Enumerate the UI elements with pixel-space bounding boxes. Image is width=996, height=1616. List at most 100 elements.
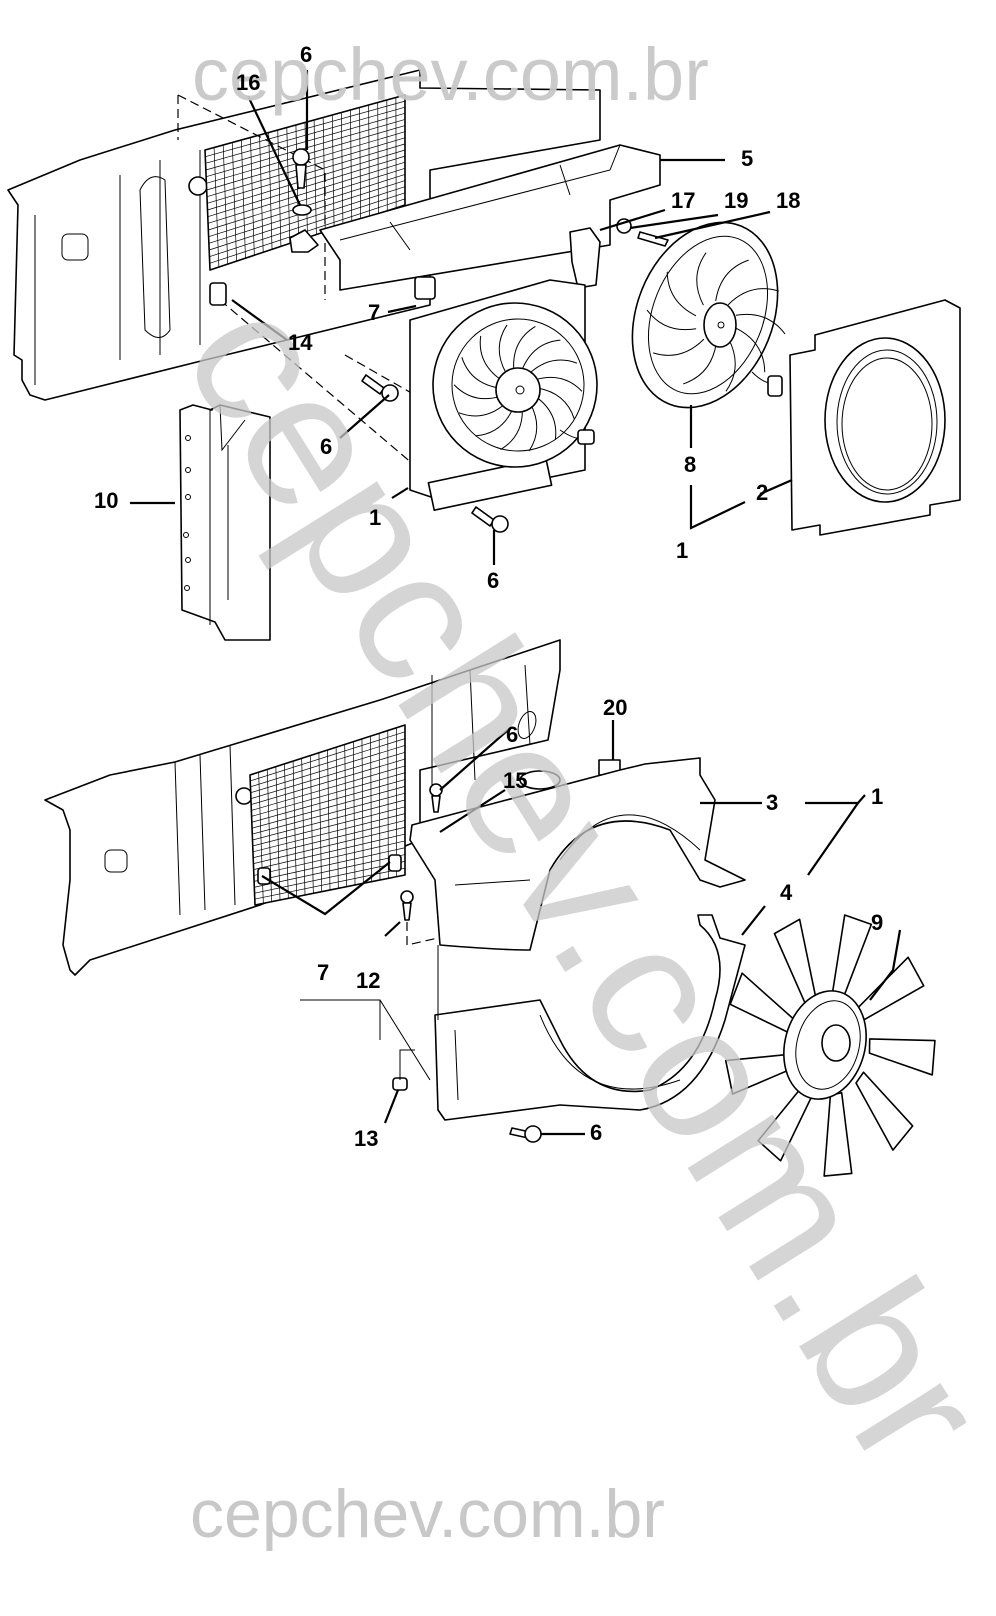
callout-10: 10 [94,488,119,513]
radiator-fin-line [254,867,406,900]
fan-blade-icon [683,342,717,385]
fan-blade-icon [823,1092,853,1177]
grommet-hole-icon [104,849,128,873]
clip-7-lower-b [388,854,402,872]
radiator-fin-line [251,758,406,805]
upper-shroud-3 [409,757,746,951]
side-baffle-10 [179,404,271,641]
upper-bracket-5 [289,144,661,291]
callout-1-right: 1 [676,538,689,563]
radiator-fin-line [251,786,406,829]
engine-fan-9 [724,914,936,1177]
fan-blade-icon [735,327,766,373]
bolt-6-top [292,148,312,216]
connector-icon [767,375,783,397]
fan-blade-icon [855,1071,914,1151]
radiator-core-lower [249,724,406,906]
callout-19: 19 [724,188,749,213]
fan-blade-icon [666,271,697,317]
callout-6-bottom: 6 [487,568,500,593]
fan-blade-icon [513,325,536,370]
radiator-fin-line [250,731,406,782]
radiator-fin-line [252,806,406,847]
radiator-fin-line [205,100,406,158]
fan-blade-icon [696,252,707,306]
callout-6-left: 6 [320,434,333,459]
lower-shroud-4 [434,914,746,1121]
leader-lines [130,70,902,1136]
bolt-6-low [524,1125,542,1143]
clip-14 [209,282,227,306]
callout-6-mid: 6 [506,722,519,747]
radiator-fin-line [209,192,406,257]
fan-blade-icon [653,338,705,356]
radiator-fin-line [205,112,406,171]
callout-12: 12 [356,968,381,993]
radiator-fin-line [253,840,406,876]
fan-blade-icon [537,387,575,419]
radiator-fin-line [205,106,406,164]
fan-blade-icon [453,384,501,400]
callout-17: 17 [671,188,696,213]
callout-9: 9 [871,910,884,935]
callout-18: 18 [776,188,801,213]
bolt-6-bottom [471,506,509,533]
callout-15: 15 [503,768,528,793]
radiator-fin-line [252,792,406,835]
fan-blade-icon [725,338,736,392]
fan-blade-icon [715,259,749,302]
radiator-fin-line [251,779,406,823]
fan-blade-icon [856,956,925,1021]
radiator-fin-line [250,745,406,794]
radiator-fin-line [207,149,406,211]
fan-motor-8 [631,221,786,409]
radiator-fin-line [208,167,406,231]
callout-16: 16 [236,70,261,95]
fan-blade-icon [498,324,508,374]
radiator-fin-line [253,820,406,859]
clip-7-top [414,276,436,300]
fan-blade-icon [646,309,697,331]
fan-shroud-2 [789,299,961,536]
callout-7-lower: 7 [317,960,330,985]
fan-blade-icon [535,395,557,441]
callout-5: 5 [741,146,754,171]
grommet-hole-icon [61,233,89,261]
fan-blade-icon [735,313,786,335]
callout-6-top: 6 [300,42,313,67]
screw-18 [637,231,669,247]
fan-blade-icon [461,357,499,389]
callout-7-top: 7 [368,300,381,325]
fan-blade-icon [521,339,561,370]
callout-1-left: 1 [369,505,382,530]
callout-13: 13 [354,1126,379,1151]
fan-blade-icon [831,914,873,999]
radiator-fin-line [209,186,406,251]
fan-blade-icon [729,972,796,1035]
fan-blade-icon [535,376,583,392]
callout-8: 8 [684,452,697,477]
bolt-6-left [361,374,399,402]
radiator-fin-line [252,813,406,853]
callout-20: 20 [603,695,628,720]
radiator-fin-line [250,738,406,788]
radiator-fin-line [253,826,406,864]
fan-blade-icon [773,918,817,1006]
radiator-fin-line [209,198,406,264]
radiator-fin-line [251,772,406,817]
washer-16 [292,204,312,216]
radiator-fin-line [207,143,406,204]
fan-assembly-1 [409,279,598,511]
fan-blade-icon [868,1038,936,1076]
callout-4: 4 [780,880,793,905]
radiator-fin-line [207,155,406,218]
callout-3: 3 [766,790,779,815]
radiator-fin-line [254,847,406,882]
callout-6-low: 6 [590,1120,603,1145]
radiator-fin-line [254,854,406,888]
radiator-fin-line [250,751,406,799]
fan-blade-icon [727,288,779,306]
radiator-fin-line [251,765,406,811]
fan-blade-icon [479,335,501,381]
